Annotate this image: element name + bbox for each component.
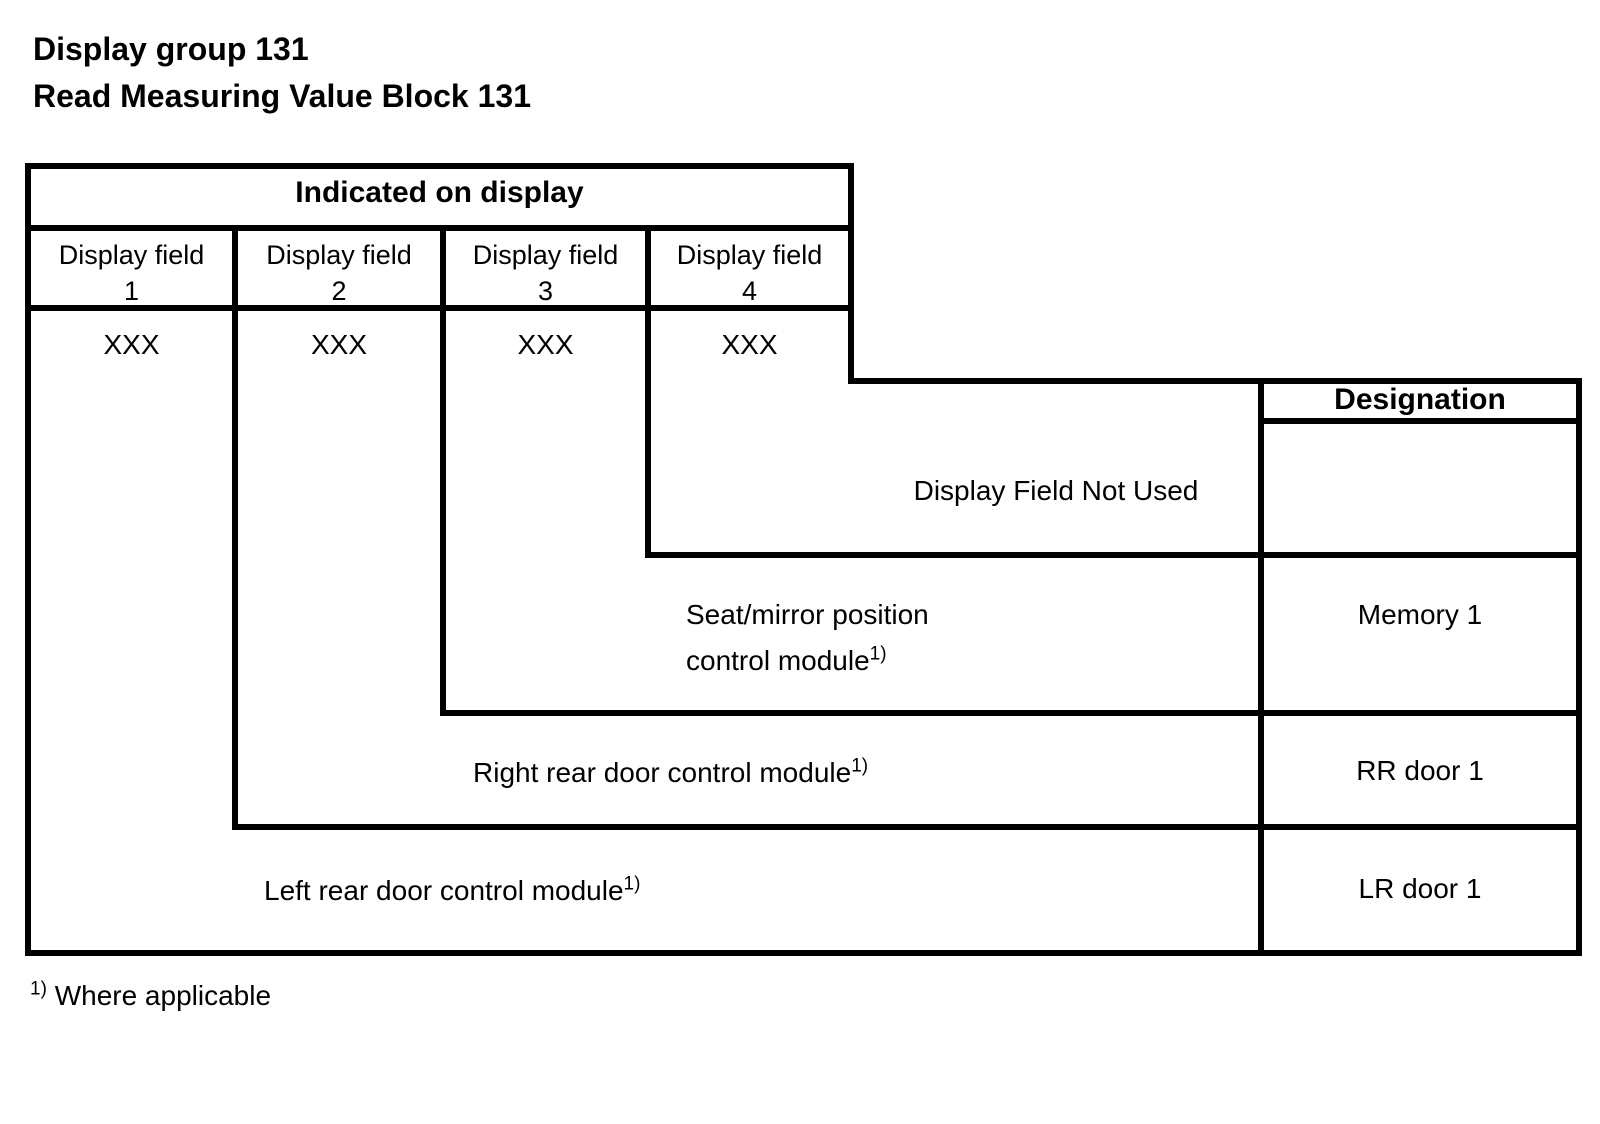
display-value-2: XXX (310, 329, 368, 360)
designation-memory-1: Memory 1 (1357, 599, 1483, 630)
row-description-seat-mirror-line-2: control module1) (686, 643, 887, 676)
table-bottom-border (25, 950, 1582, 956)
display-box-right-border (848, 163, 854, 384)
row2-bottom-border (440, 710, 1582, 716)
row-description-lr-door: Left rear door control module1) (264, 873, 641, 906)
column-header-1: Display field 1 (31, 237, 232, 309)
page-title-line-2: Read Measuring Value Block 131 (33, 78, 531, 114)
table-left-border (25, 163, 31, 956)
column-divider-2-3 (440, 228, 446, 716)
page-title: Display group 131 Read Measuring Value B… (33, 26, 531, 120)
display-value-1: XXX (103, 329, 160, 360)
row-description-seat-mirror: Seat/mirror position control module1) (686, 592, 929, 684)
footnote-marker: 1) (869, 643, 887, 665)
column-header-3-number: 3 (537, 276, 554, 306)
footnote-text: Where applicable (54, 980, 272, 1011)
column-header-bottom-border (25, 305, 854, 311)
footnote-marker: 1) (851, 755, 869, 777)
row1-bottom-border (645, 552, 1582, 558)
designation-rr-door: RR door 1 (1356, 755, 1484, 786)
column-header-4-number: 4 (741, 276, 758, 306)
footnote-marker: 1) (623, 873, 641, 895)
field4-step-border (848, 378, 1582, 384)
row-description-not-used: Display Field Not Used (913, 475, 1199, 506)
designation-left-border (1258, 378, 1264, 956)
column-header-4-label: Display field (676, 240, 823, 270)
footnote: 1) Where applicable (30, 980, 271, 1012)
column-header-3-label: Display field (472, 240, 619, 270)
row-description-seat-mirror-line-1: Seat/mirror position (686, 599, 929, 630)
display-value-3: XXX (517, 329, 574, 360)
designation-header: Designation (1334, 383, 1506, 416)
indicated-on-display-header: Indicated on display (295, 176, 584, 209)
page-title-line-1: Display group 131 (33, 31, 309, 67)
column-header-2: Display field 2 (238, 237, 440, 309)
designation-header-bottom-border (1258, 418, 1582, 424)
column-header-3: Display field 3 (446, 237, 645, 309)
column-header-1-number: 1 (123, 276, 140, 306)
row3-bottom-border (232, 824, 1582, 830)
column-divider-3-4 (645, 228, 651, 558)
row-description-rr-door: Right rear door control module1) (473, 755, 869, 788)
designation-right-border (1576, 378, 1582, 956)
designation-lr-door: LR door 1 (1358, 873, 1482, 904)
column-header-2-number: 2 (331, 276, 347, 306)
table-top-border (25, 163, 854, 169)
column-divider-1-2 (232, 228, 238, 830)
display-value-4: XXX (721, 329, 778, 360)
column-header-1-label: Display field (58, 240, 205, 270)
column-header-4: Display field 4 (651, 237, 848, 309)
column-header-2-label: Display field (266, 240, 412, 270)
display-header-bottom-border (25, 225, 854, 231)
footnote-marker: 1) (30, 978, 47, 1000)
